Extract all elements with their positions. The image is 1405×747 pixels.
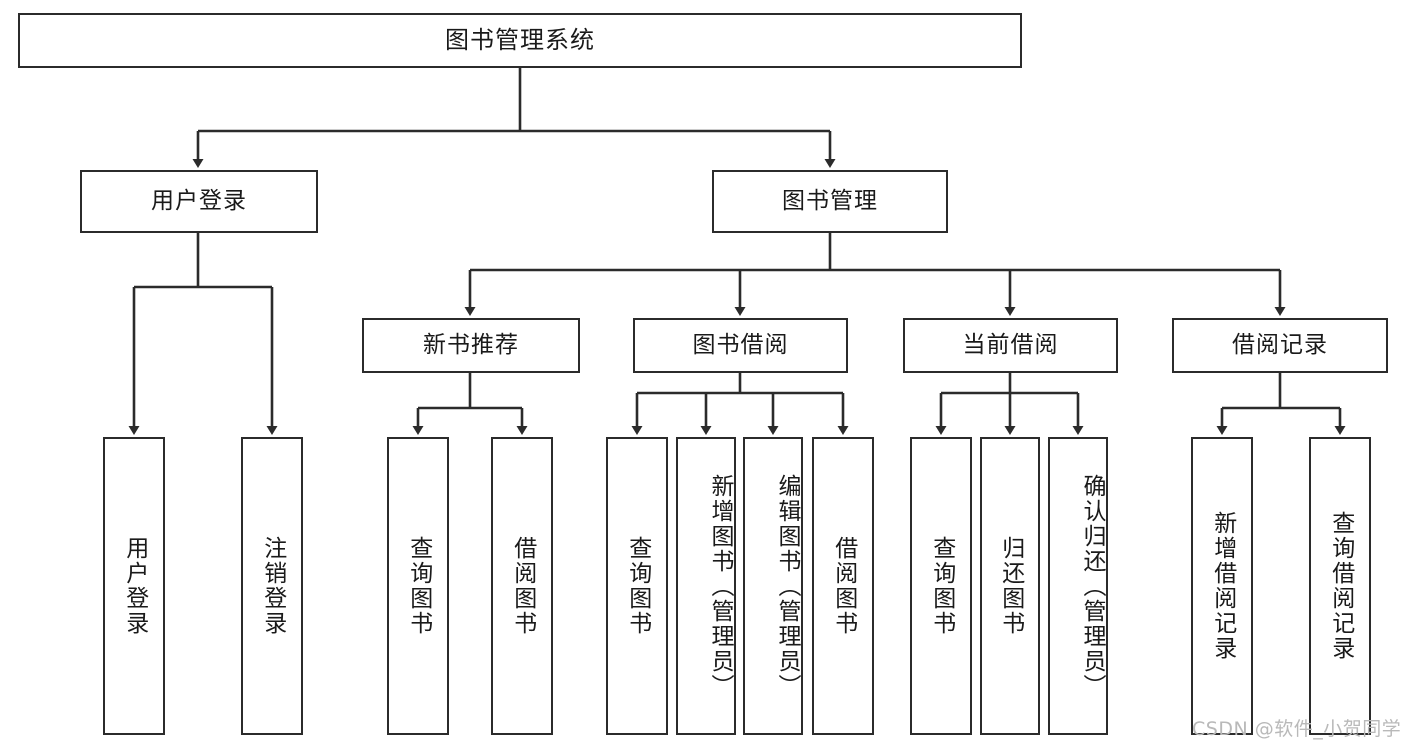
node-label: 新增借阅记录: [1209, 511, 1236, 661]
node-label: 查询借阅记录: [1327, 511, 1354, 661]
leaf-user-login[interactable]: 用户登录: [103, 437, 165, 735]
node-label: 借阅记录: [1232, 331, 1328, 358]
node-label: 注销登录: [259, 536, 286, 636]
node-user-login[interactable]: 用户登录: [80, 170, 318, 233]
node-book-management[interactable]: 图书管理: [712, 170, 948, 233]
node-label: 查询图书: [405, 536, 432, 636]
leaf-logout-login[interactable]: 注销登录: [241, 437, 303, 735]
leaf-return-book[interactable]: 归还图书: [980, 437, 1040, 735]
node-label: 用户登录: [121, 536, 148, 636]
node-label: 借阅图书: [830, 536, 857, 636]
node-label: 图书管理: [782, 187, 878, 214]
node-new-book-recommend[interactable]: 新书推荐: [362, 318, 580, 373]
leaf-add-borrow-record[interactable]: 新增借阅记录: [1191, 437, 1253, 735]
node-label: 确认归还（管理员）: [1079, 473, 1105, 699]
node-root-system[interactable]: 图书管理系统: [18, 13, 1022, 68]
node-label: 新书推荐: [423, 331, 519, 358]
node-current-borrow[interactable]: 当前借阅: [903, 318, 1118, 373]
leaf-borrow-book-recommend[interactable]: 借阅图书: [491, 437, 553, 735]
node-label: 查询图书: [928, 536, 955, 636]
leaf-add-book-admin[interactable]: 新增图书（管理员）: [676, 437, 736, 735]
leaf-query-borrow-record[interactable]: 查询借阅记录: [1309, 437, 1371, 735]
leaf-borrow-book[interactable]: 借阅图书: [812, 437, 874, 735]
leaf-edit-book-admin[interactable]: 编辑图书（管理员）: [743, 437, 803, 735]
node-label: 新增图书（管理员）: [707, 473, 733, 699]
leaf-query-book-borrow[interactable]: 查询图书: [606, 437, 668, 735]
csdn-watermark: CSDN @软件_小贺同学: [1192, 718, 1402, 740]
node-label: 查询图书: [624, 536, 651, 636]
leaf-query-book-recommend[interactable]: 查询图书: [387, 437, 449, 735]
leaf-confirm-return-admin[interactable]: 确认归还（管理员）: [1048, 437, 1108, 735]
node-label: 图书借阅: [692, 331, 789, 358]
node-book-borrow[interactable]: 图书借阅: [633, 318, 848, 373]
node-label: 归还图书: [997, 536, 1024, 636]
node-borrow-record[interactable]: 借阅记录: [1172, 318, 1388, 373]
node-label: 图书管理系统: [445, 26, 595, 55]
node-label: 用户登录: [151, 187, 247, 214]
node-label: 借阅图书: [509, 536, 536, 636]
node-label: 当前借阅: [962, 331, 1059, 358]
node-label: 编辑图书（管理员）: [774, 473, 800, 699]
leaf-query-book-current[interactable]: 查询图书: [910, 437, 972, 735]
